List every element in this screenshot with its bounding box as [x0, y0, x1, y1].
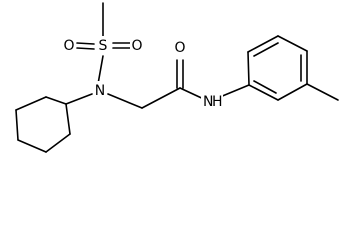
bond — [45, 96, 67, 105]
bond — [65, 103, 71, 135]
atom-amine-nitrogen: N — [93, 81, 107, 99]
carbonyl-double-bond — [176, 59, 184, 89]
atom-carbonyl-oxygen: O — [173, 38, 187, 56]
structure-diagram: O S O N O N H — [15, 2, 339, 153]
bond — [15, 96, 47, 111]
atom-o-sulfonyl-right: O — [130, 36, 144, 54]
bond — [219, 84, 250, 98]
atom-amide-nh: N H — [201, 92, 223, 110]
svg-text:O: O — [63, 38, 74, 54]
bond — [306, 83, 339, 101]
tolyl-ring — [247, 35, 308, 101]
bond — [97, 55, 104, 85]
svg-text:S: S — [99, 38, 108, 54]
svg-text:O: O — [131, 38, 142, 54]
bond — [107, 93, 143, 109]
bond — [45, 133, 71, 153]
cyclohexane-ring — [15, 96, 71, 153]
atom-o-sulfonyl-left: O — [62, 36, 76, 54]
bond — [15, 109, 19, 141]
svg-text:N: N — [95, 83, 105, 99]
sulfonyl-double-bond-left — [76, 42, 95, 50]
amide-hydrogen-label: H — [212, 94, 223, 110]
atom-sulfur: S — [96, 36, 110, 54]
bond — [17, 139, 47, 153]
amide-nitrogen-label: N — [203, 94, 213, 110]
svg-text:O: O — [174, 40, 185, 56]
bond — [65, 93, 93, 105]
sulfonyl-double-bond-right — [112, 42, 131, 49]
bond — [141, 87, 181, 109]
